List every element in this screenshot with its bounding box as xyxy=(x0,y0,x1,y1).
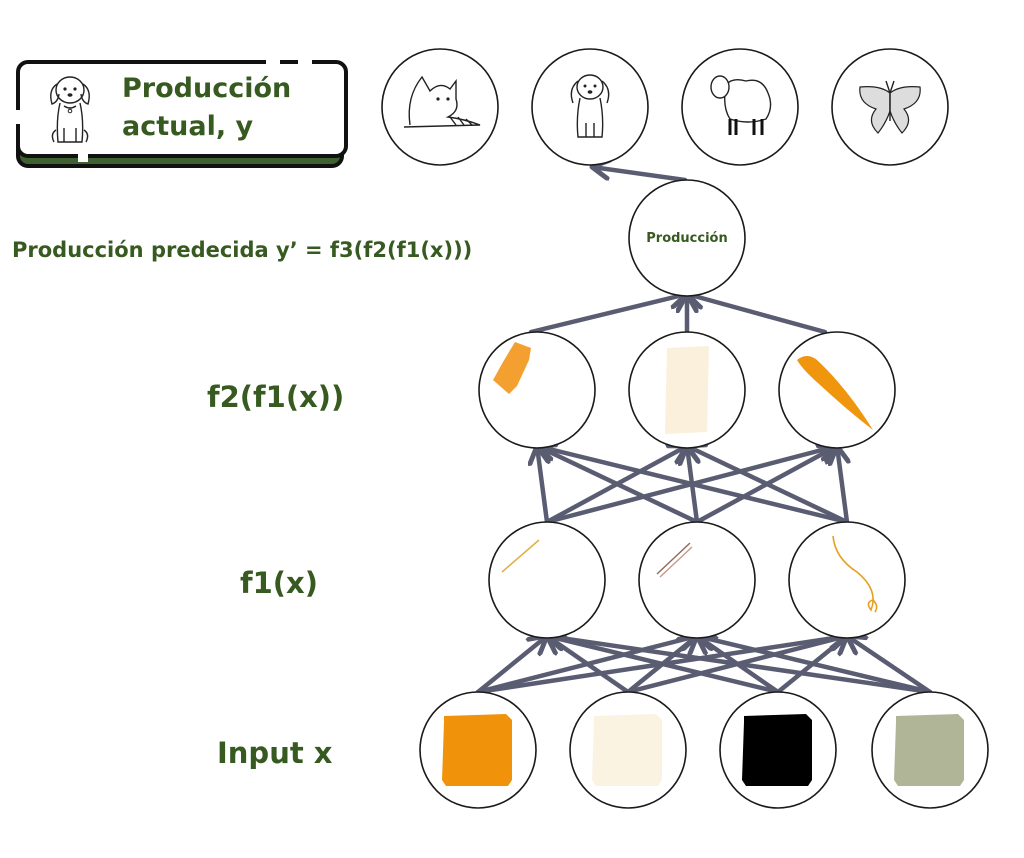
cream-color-swatch xyxy=(592,714,662,786)
edge-input-0-to-f1-0 xyxy=(475,636,547,695)
output-node: Producción xyxy=(628,179,746,297)
output-node-circle xyxy=(628,179,746,297)
dog-head xyxy=(576,74,604,100)
layer-label-f2: f2(f1(x)) xyxy=(207,380,345,414)
f2-node-cream-patch xyxy=(628,331,746,449)
f2-node-orange-streak xyxy=(778,331,896,449)
black-color-swatch xyxy=(742,714,812,786)
double-line-feature-a xyxy=(656,542,691,575)
class-node-cat xyxy=(381,48,499,166)
dog-nose xyxy=(587,90,593,94)
cat-eye xyxy=(446,97,450,101)
actual-output-card: Producción actual, y xyxy=(10,54,348,170)
f1-node-double-line xyxy=(638,521,756,639)
layer-label-f1: f1(x) xyxy=(240,566,319,600)
dog-icon xyxy=(570,74,610,138)
dog-icon xyxy=(50,76,90,143)
title-line-2: actual, y xyxy=(122,111,254,142)
edge-f2-0-to-output xyxy=(528,294,687,335)
card-border-gap xyxy=(298,54,312,64)
orange-streak-feature xyxy=(797,356,873,430)
curve-feature xyxy=(832,535,878,613)
class-node-dog xyxy=(531,48,649,166)
card-border-gap xyxy=(78,152,88,162)
f2-node-orange-patch xyxy=(478,331,596,449)
f1-node-double-line-circle xyxy=(638,521,756,639)
cream-patch-feature xyxy=(665,346,709,434)
sage-color-swatch xyxy=(894,714,964,786)
sheep-wool xyxy=(723,78,772,123)
dog-eye xyxy=(593,84,597,88)
edge-output-to-class-dog xyxy=(592,167,688,183)
edges xyxy=(475,167,933,695)
input-node-orange xyxy=(419,691,537,809)
class-node-butterfly xyxy=(831,48,949,166)
actual-output-title: Producción actual, y xyxy=(122,70,291,146)
cat-stripes xyxy=(449,116,473,126)
nodes: Producción xyxy=(381,48,989,809)
edge-f1-0-to-f2-0 xyxy=(537,446,547,525)
output-node-label: Producción xyxy=(646,231,728,246)
f1-node-straight-line-circle xyxy=(488,521,606,639)
butterfly-icon xyxy=(859,80,921,134)
butterfly-body xyxy=(885,80,895,121)
edge-f1-2-to-f2-2 xyxy=(837,446,847,525)
sheep-icon xyxy=(710,75,772,135)
dog-body xyxy=(570,80,610,138)
edge-input-3-to-f1-0 xyxy=(547,636,933,695)
butterfly-right-wing xyxy=(889,86,921,134)
title-line-1: Producción xyxy=(122,73,292,104)
input-node-cream xyxy=(569,691,687,809)
layer-label-input: Input x xyxy=(217,736,333,770)
class-node-sheep xyxy=(681,48,799,166)
f2-node-orange-patch-circle xyxy=(478,331,596,449)
edge-input-3-to-f1-2 xyxy=(847,636,933,695)
sheep-head xyxy=(710,75,730,99)
card-border-gap xyxy=(10,110,20,124)
edge-f1-2-to-f2-1 xyxy=(687,446,850,525)
card-body: Producción actual, y xyxy=(16,60,348,158)
f1-node-straight-line xyxy=(488,521,606,639)
edge-input-2-to-f1-0 xyxy=(547,636,781,695)
input-node-black xyxy=(719,691,837,809)
class-node-dog-circle xyxy=(531,48,649,166)
double-line-feature-b xyxy=(659,546,693,578)
orange-color-swatch xyxy=(442,714,512,786)
edge-f2-2-to-output xyxy=(687,294,828,335)
predicted-output-formula: Producción predecida y’ = f3(f2(f1(x))) xyxy=(12,238,473,262)
edge-f1-2-to-f2-0 xyxy=(537,446,850,525)
class-node-cat-circle xyxy=(381,48,499,166)
cat-eye xyxy=(436,97,440,101)
input-node-sage xyxy=(871,691,989,809)
butterfly-left-wing xyxy=(859,86,891,134)
edge-input-3-to-f1-1 xyxy=(697,636,933,695)
dog-eye xyxy=(583,84,587,88)
card-border-gap xyxy=(266,54,280,64)
orange-patch-feature xyxy=(493,342,531,394)
straight-line-feature xyxy=(501,539,540,573)
f1-node-curve-circle xyxy=(788,521,906,639)
f1-node-curve xyxy=(788,521,906,639)
cat-icon xyxy=(403,75,481,128)
class-node-sheep-circle xyxy=(681,48,799,166)
edge-f1-1-to-f2-0 xyxy=(537,446,700,525)
